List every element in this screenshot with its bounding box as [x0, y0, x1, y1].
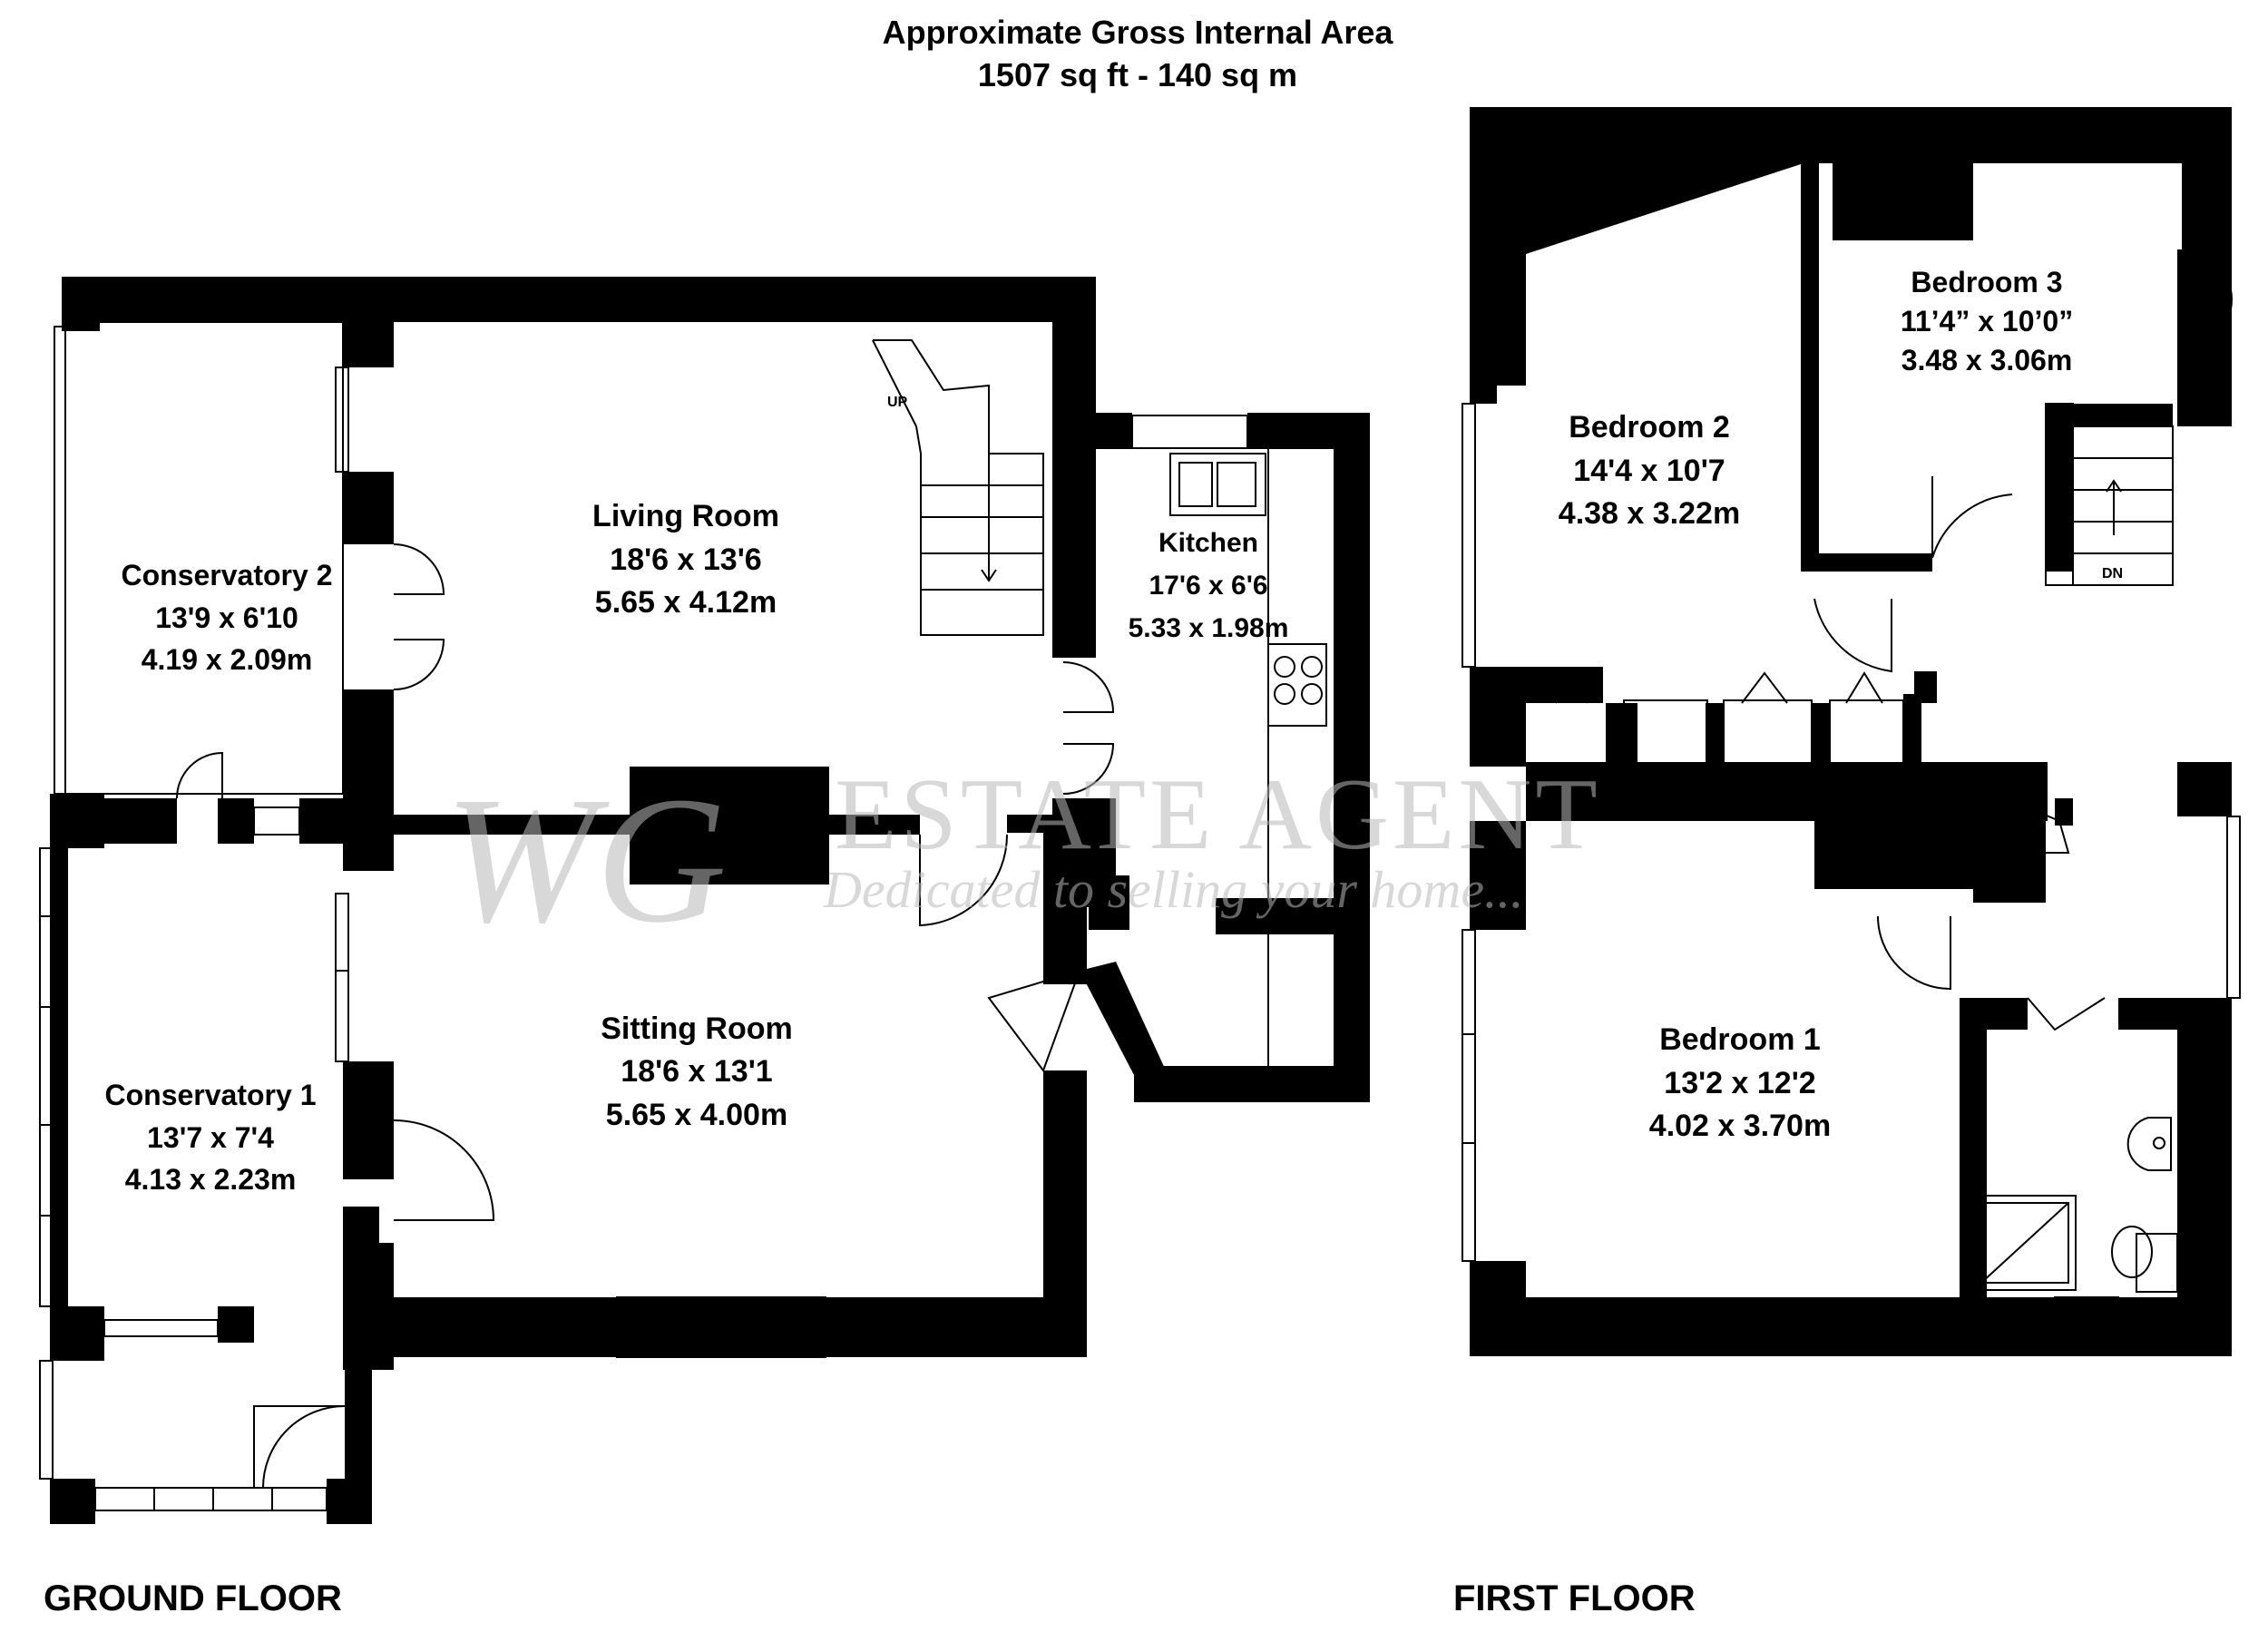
- room-name: Kitchen: [1158, 528, 1258, 558]
- room-imperial: 14'4 x 10'7: [1573, 454, 1725, 488]
- room-bedroom-3: Bedroom 3 11’4” x 10’0” 3.48 x 3.06m: [1901, 266, 2073, 376]
- room-imperial: 11’4” x 10’0”: [1901, 305, 2073, 337]
- room-sitting: Sitting Room 18'6 x 13'1 5.65 x 4.00m: [601, 1012, 793, 1132]
- room-metric: 4.02 x 3.70m: [1649, 1109, 1831, 1143]
- room-bedroom-2: Bedroom 2 14'4 x 10'7 4.38 x 3.22m: [1559, 410, 1740, 531]
- room-metric: 4.38 x 3.22m: [1559, 496, 1740, 531]
- room-living: Living Room 18'6 x 13'6 5.65 x 4.12m: [592, 499, 779, 620]
- room-imperial: 13'2 x 12'2: [1664, 1066, 1815, 1100]
- watermark-tagline: Dedicated to selling your home...: [823, 860, 1524, 919]
- area-value: 1507 sq ft - 140 sq m: [978, 56, 1297, 93]
- room-conservatory-1: Conservatory 1 13'7 x 7'4 4.13 x 2.23m: [105, 1079, 317, 1196]
- kitchen-fittings: [1169, 453, 1327, 727]
- first-floor-windows: [1461, 403, 2241, 1348]
- ground-doors: [176, 543, 1115, 1489]
- room-metric: 5.33 x 1.98m: [1129, 613, 1289, 643]
- first-floor-label: FIRST FLOOR: [1453, 1578, 1696, 1618]
- room-name: Bedroom 3: [1911, 266, 2062, 298]
- room-conservatory-2: Conservatory 2 13'9 x 6'10 4.19 x 2.09m: [122, 559, 333, 676]
- room-kitchen: Kitchen 17'6 x 6'6 5.33 x 1.98m: [1129, 528, 1289, 643]
- room-name: Sitting Room: [601, 1012, 793, 1046]
- room-imperial: 17'6 x 6'6: [1149, 571, 1267, 601]
- room-imperial: 13'9 x 6'10: [155, 601, 298, 634]
- bathroom-fixtures: [1973, 1117, 2178, 1293]
- stairs-up-label: UP: [887, 395, 908, 410]
- ground-floor-windows: [39, 321, 1269, 1511]
- first-floor-doors: [1555, 249, 2233, 1031]
- room-metric: 5.65 x 4.00m: [606, 1098, 787, 1132]
- room-name: Bedroom 2: [1569, 410, 1730, 445]
- room-metric: 4.13 x 2.23m: [125, 1163, 297, 1196]
- header: Approximate Gross Internal Area 1507 sq …: [883, 14, 1394, 93]
- hob-icon: [1267, 643, 1327, 727]
- room-imperial: 13'7 x 7'4: [147, 1121, 274, 1154]
- basin-icon: [2126, 1117, 2172, 1171]
- ground-stairs: [872, 339, 1044, 636]
- room-name: Conservatory 2: [122, 559, 333, 591]
- shower-icon: [1973, 1195, 2077, 1291]
- area-title: Approximate Gross Internal Area: [883, 14, 1394, 51]
- room-name: Living Room: [592, 499, 779, 533]
- watermark-monogram: WG: [445, 760, 727, 961]
- room-imperial: 18'6 x 13'6: [610, 542, 761, 577]
- room-imperial: 18'6 x 13'1: [621, 1054, 772, 1089]
- room-name: Bedroom 1: [1659, 1022, 1821, 1057]
- sink-icon: [1169, 453, 1266, 516]
- room-bedroom-1: Bedroom 1 13'2 x 12'2 4.02 x 3.70m: [1649, 1022, 1831, 1143]
- ground-floor-label: GROUND FLOOR: [44, 1578, 342, 1618]
- stairs-down-label: DN: [2102, 566, 2123, 582]
- room-metric: 5.65 x 4.12m: [595, 585, 777, 620]
- first-floor-walls: [1470, 107, 2232, 1356]
- watermark-brand: ESTATE AGENT: [835, 758, 1601, 871]
- room-metric: 4.19 x 2.09m: [142, 643, 313, 676]
- room-metric: 3.48 x 3.06m: [1901, 344, 2073, 376]
- toilet-icon: [2111, 1226, 2178, 1293]
- room-name: Conservatory 1: [105, 1079, 317, 1111]
- watermark: WG ESTATE AGENT Dedicated to selling you…: [445, 758, 1601, 961]
